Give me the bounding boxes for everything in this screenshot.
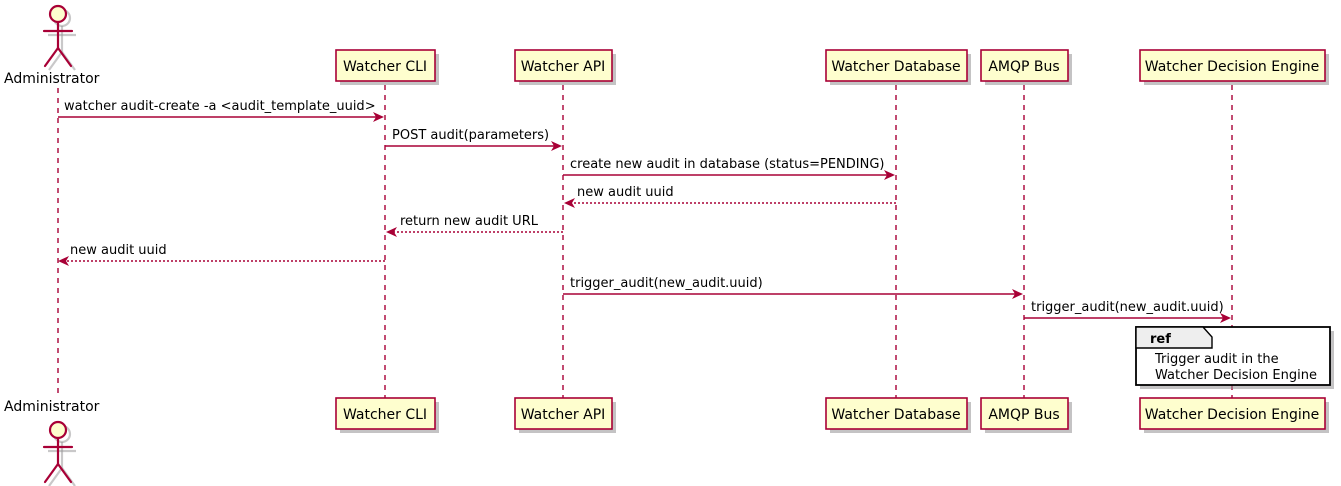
message-trigger-audit-amqp: trigger_audit(new_audit.uuid) <box>563 276 1023 299</box>
participant-label-watcher-api-top: Watcher API <box>521 59 606 75</box>
participant-box-amqp-bus-top[interactable] <box>980 49 1069 82</box>
message-label-3: new audit uuid <box>577 185 674 200</box>
participant-label-watcher-database-bottom: Watcher Database <box>831 407 960 423</box>
participant-label-watcher-decision-engine-top: Watcher Decision Engine <box>1145 59 1319 75</box>
arrowhead-right-7 <box>1220 313 1231 323</box>
participant-watcher-database-top[interactable]: Watcher Database <box>825 49 971 85</box>
message-label-6: trigger_audit(new_audit.uuid) <box>570 276 763 291</box>
participant-boxes-bottom: Watcher CLI Watcher API Watcher Database… <box>335 397 1329 433</box>
actor-administrator-top: Administrator <box>4 4 100 87</box>
arrowhead-right-0 <box>373 112 384 122</box>
participant-box-watcher-cli-bottom[interactable] <box>335 397 436 430</box>
message-create-new-audit: create new audit in database (status=PEN… <box>563 157 895 180</box>
participant-watcher-api-bottom[interactable]: Watcher API <box>514 397 616 433</box>
message-new-audit-uuid-db: new audit uuid <box>564 185 896 208</box>
arrowhead-right-6 <box>1012 289 1023 299</box>
message-label-5: new audit uuid <box>70 243 167 258</box>
participant-amqp-bus-top[interactable]: AMQP Bus <box>980 49 1072 85</box>
actor-head-icon-bottom <box>48 420 68 440</box>
participant-box-watcher-api-bottom[interactable] <box>514 397 613 430</box>
participant-watcher-cli-top[interactable]: Watcher CLI <box>335 49 439 85</box>
message-watcher-audit-create: watcher audit-create -a <audit_template_… <box>58 99 384 122</box>
participant-watcher-api-top[interactable]: Watcher API <box>514 49 616 85</box>
message-label-4: return new audit URL <box>400 214 539 229</box>
participant-box-watcher-database-bottom[interactable] <box>825 397 968 430</box>
participant-watcher-decision-engine-bottom[interactable]: Watcher Decision Engine <box>1139 397 1329 433</box>
ref-fragment[interactable]: ref Trigger audit in the Watcher Decisio… <box>1135 326 1334 389</box>
message-label-2: create new audit in database (status=PEN… <box>570 157 885 172</box>
actor-administrator-bottom: Administrator <box>4 399 100 486</box>
actor-head-icon <box>48 4 68 24</box>
participant-label-amqp-bus-bottom: AMQP Bus <box>988 407 1059 423</box>
participant-label-watcher-cli-bottom: Watcher CLI <box>343 407 427 423</box>
arrowhead-left-3 <box>564 198 575 208</box>
ref-fragment-keyword: ref <box>1150 332 1171 347</box>
message-return-new-audit-url: return new audit URL <box>386 214 563 237</box>
participant-label-watcher-database-top: Watcher Database <box>831 59 960 75</box>
message-label-1: POST audit(parameters) <box>392 128 549 143</box>
participant-watcher-database-bottom[interactable]: Watcher Database <box>825 397 971 433</box>
arrowhead-right-1 <box>551 141 562 151</box>
message-label-0: watcher audit-create -a <audit_template_… <box>64 99 376 114</box>
participant-amqp-bus-bottom[interactable]: AMQP Bus <box>980 397 1072 433</box>
ref-fragment-line-2: Watcher Decision Engine <box>1155 368 1317 383</box>
participant-box-watcher-cli-top[interactable] <box>335 49 436 82</box>
participant-box-watcher-decision-engine-bottom[interactable] <box>1139 397 1326 430</box>
participant-box-amqp-bus-bottom[interactable] <box>980 397 1069 430</box>
actor-leg-right-bottom <box>56 462 73 484</box>
arrowhead-left-5 <box>58 256 69 266</box>
message-label-7: trigger_audit(new_audit.uuid) <box>1031 300 1224 315</box>
message-new-audit-uuid-cli: new audit uuid <box>58 243 385 266</box>
participant-watcher-decision-engine-top[interactable]: Watcher Decision Engine <box>1139 49 1329 85</box>
lifelines-group <box>57 85 1233 398</box>
participant-watcher-cli-bottom[interactable]: Watcher CLI <box>335 397 439 433</box>
actor-leg-left-bottom <box>43 462 60 484</box>
participant-box-watcher-api-top[interactable] <box>514 49 613 82</box>
ref-fragment-tab <box>1135 326 1213 349</box>
participant-box-watcher-database-top[interactable] <box>825 49 968 82</box>
arrowhead-left-4 <box>386 227 397 237</box>
actor-label-administrator-top: Administrator <box>4 71 100 87</box>
participant-label-watcher-api-bottom: Watcher API <box>521 407 606 423</box>
arrowhead-right-2 <box>884 170 895 180</box>
actor-leg-left <box>43 46 60 68</box>
actor-label-administrator-bottom: Administrator <box>4 399 100 415</box>
message-trigger-audit-decision-engine: trigger_audit(new_audit.uuid) <box>1024 300 1231 323</box>
participant-label-watcher-cli-top: Watcher CLI <box>343 59 427 75</box>
message-post-audit: POST audit(parameters) <box>385 128 562 151</box>
ref-fragment-line-1: Trigger audit in the <box>1154 352 1279 367</box>
actor-leg-right <box>56 46 73 68</box>
participant-box-watcher-decision-engine-top[interactable] <box>1139 49 1326 82</box>
participant-boxes-top: Watcher CLI Watcher API Watcher Database… <box>335 49 1329 85</box>
participant-label-watcher-decision-engine-bottom: Watcher Decision Engine <box>1145 407 1319 423</box>
participant-label-amqp-bus-top: AMQP Bus <box>988 59 1059 75</box>
